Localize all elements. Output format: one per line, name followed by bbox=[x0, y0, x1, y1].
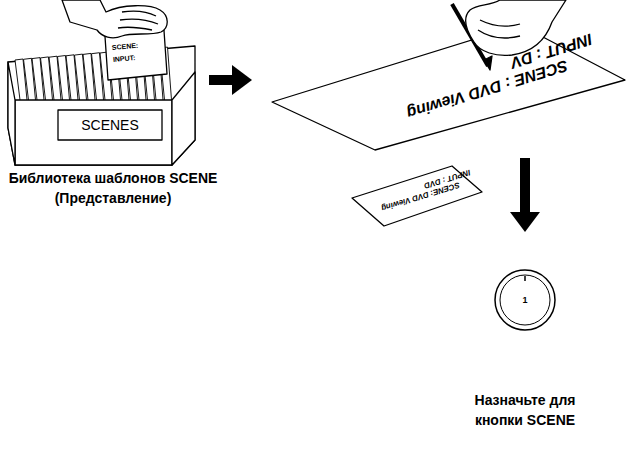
box-label-panel bbox=[58, 110, 162, 140]
box-left bbox=[8, 62, 15, 165]
caption: Библиотека шаблонов SCENE (Представление… bbox=[2, 168, 224, 208]
written-card: SCENE : DVD ViewingINPUT : DV bbox=[252, 14, 624, 158]
card-field: INPUT: bbox=[113, 54, 136, 63]
box-front bbox=[15, 100, 172, 165]
card-field: SCENE: bbox=[112, 42, 139, 51]
button-number: 1 bbox=[493, 268, 557, 332]
box-side bbox=[172, 72, 195, 165]
finger-lines bbox=[118, 11, 158, 30]
scene-library-box: SCENE:INPUT:SCENESБиблиотека шаблонов SC… bbox=[4, 0, 209, 160]
card-entry: SCENE : DVD Viewing bbox=[346, 47, 600, 140]
big-card bbox=[272, 25, 625, 150]
knob-mark bbox=[524, 276, 526, 281]
text-group: SCENE : DVD ViewingINPUT : DV bbox=[337, 20, 602, 150]
caption: Назначьте для кнопки SCENE bbox=[460, 390, 590, 430]
pen-tip bbox=[484, 56, 492, 70]
card-entry: SCENE: DVD Viewing bbox=[362, 176, 474, 218]
small-card: SCENE: DVD ViewingINPUT : DVD bbox=[352, 160, 482, 226]
small-card bbox=[352, 166, 482, 226]
scene-button: 1Назначьте для кнопки SCENE bbox=[445, 232, 605, 432]
hand bbox=[62, 0, 167, 38]
flow-arrow bbox=[209, 75, 232, 85]
flow-arrow bbox=[520, 158, 530, 212]
panel-label: SCENES bbox=[58, 110, 162, 140]
text-group: SCENE: DVD ViewingINPUT : DVD bbox=[358, 161, 476, 225]
scene-card: SCENE: INPUT: bbox=[103, 17, 168, 78]
finger-lines bbox=[478, 20, 520, 38]
